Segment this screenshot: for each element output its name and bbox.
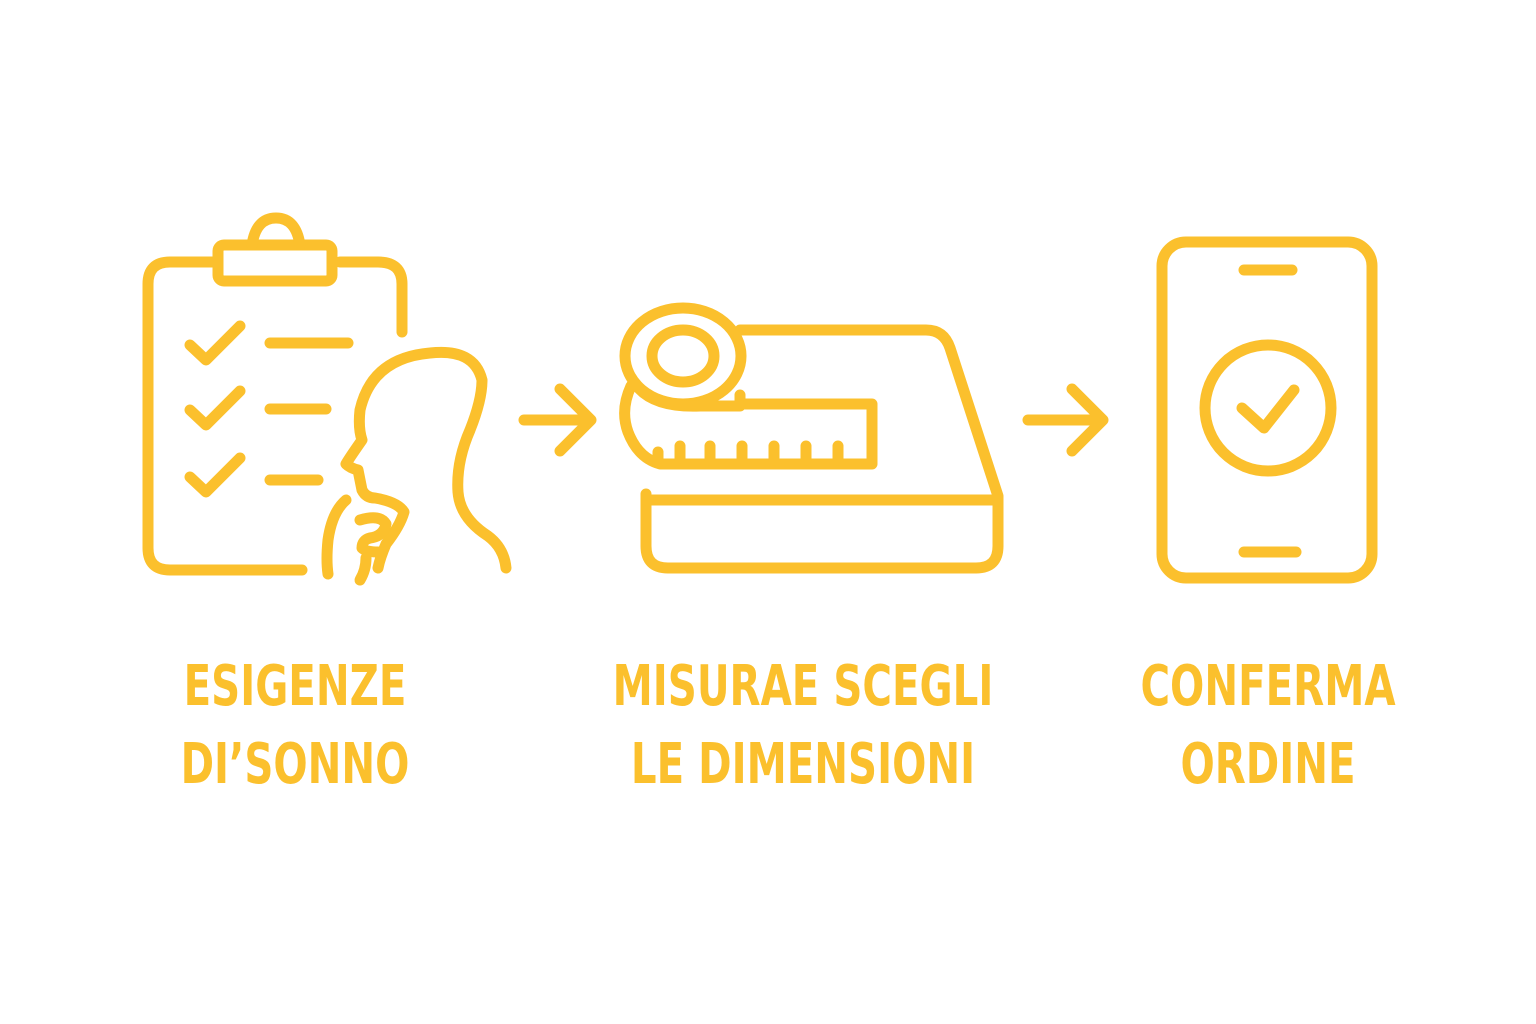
check-circle-icon xyxy=(1199,339,1337,477)
checklist-icon xyxy=(184,320,354,498)
step-2-label: MISURAE SCEGLI LE DIMENSIONI xyxy=(587,648,1019,804)
step-1-label-line-1: ESIGENZE xyxy=(183,654,407,719)
step-2-label-line-2: LE DIMENSIONI xyxy=(630,732,976,797)
smartphone-check-icon xyxy=(1156,236,1378,584)
step-3-label-line-1: CONFERMA xyxy=(1140,654,1396,719)
step-3-label: CONFERMA ORDINE xyxy=(1124,648,1412,804)
mattress-measuring-tape-icon xyxy=(619,302,1004,574)
arrow-right-icon xyxy=(518,383,597,457)
person-silhouette-icon xyxy=(321,346,512,586)
step-3-label-line-2: ORDINE xyxy=(1180,732,1356,797)
checkmark-icon xyxy=(1236,384,1300,434)
step-2-label-line-1: MISURAE SCEGLI xyxy=(612,654,994,719)
smartphone-body xyxy=(1156,236,1378,584)
arrow-right-icon xyxy=(1022,383,1109,457)
clipboard-person-icon xyxy=(142,212,512,586)
step-1-label-line-2: DI’SONNO xyxy=(180,732,410,797)
mattress-icon xyxy=(640,324,1004,574)
clipboard-icon xyxy=(142,212,408,576)
measuring-tape-icon xyxy=(619,302,878,470)
step-1-label: ESIGENZE DI’SONNO xyxy=(151,648,439,804)
